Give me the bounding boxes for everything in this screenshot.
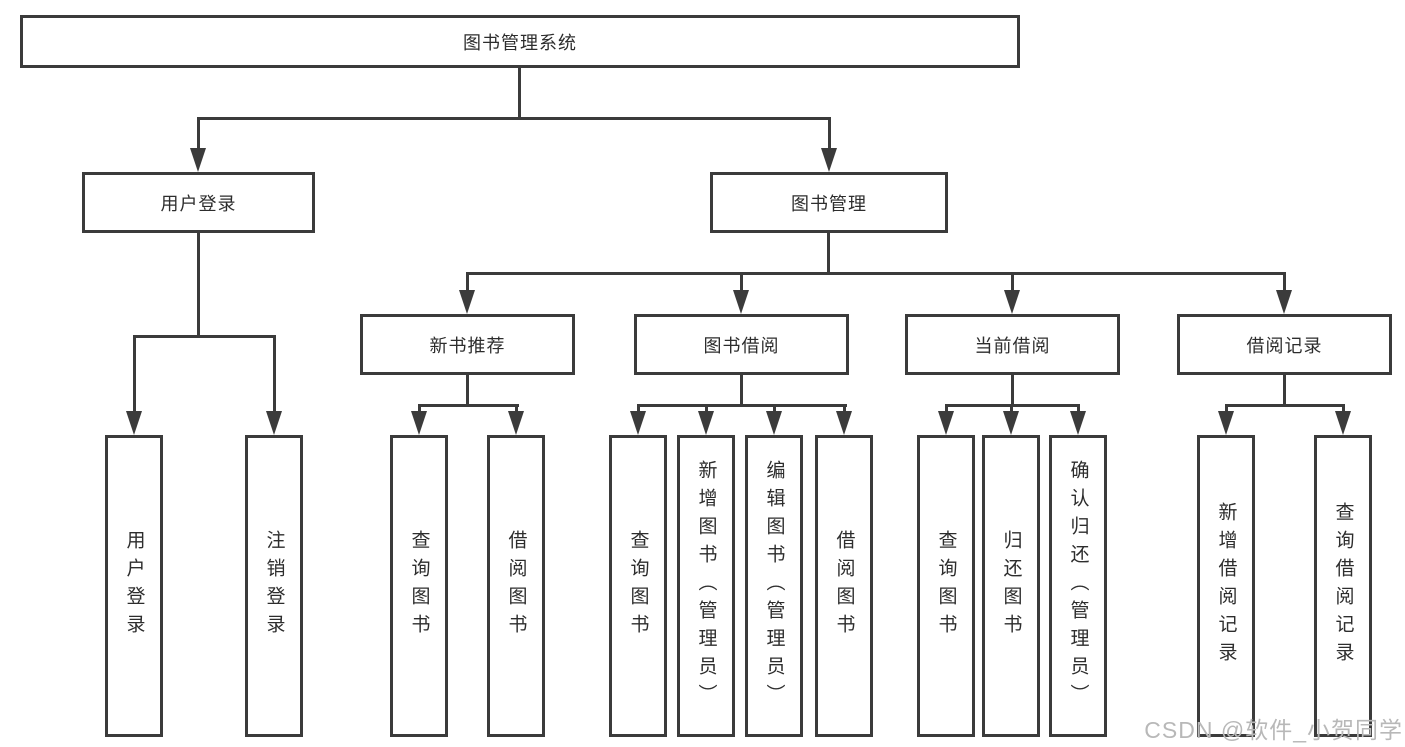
connector-arrow: [836, 406, 853, 435]
connector-arrow: [190, 118, 207, 172]
connector-arrow: [1003, 406, 1020, 435]
node-current-borrow: 当前借阅: [905, 314, 1120, 375]
leaf-user-login: 用户登录: [105, 435, 163, 737]
connector-arrow: [459, 273, 476, 314]
connector-arrow: [1218, 406, 1235, 435]
node-user-login: 用户登录: [82, 172, 315, 233]
connector-line: [466, 375, 469, 407]
leaf-cb-confirm-return-admin: 确认归还（管理员）: [1049, 435, 1107, 737]
connector-line: [197, 117, 831, 120]
node-book-borrow: 图书借阅: [634, 314, 849, 375]
leaf-bb-edit-books-admin: 编辑图书（管理员）: [745, 435, 803, 737]
connector-arrow: [733, 273, 750, 314]
csdn-watermark: CSDN @软件_小贺同学: [1144, 717, 1403, 743]
connector-line: [418, 404, 519, 407]
node-new-book-recommend: 新书推荐: [360, 314, 575, 375]
connector-arrow: [1004, 273, 1021, 314]
connector-line: [945, 404, 1080, 407]
connector-line: [740, 375, 743, 407]
connector-line: [197, 233, 200, 337]
connector-arrow: [126, 336, 143, 435]
connector-arrow: [821, 118, 838, 172]
leaf-cb-return-books: 归还图书: [982, 435, 1040, 737]
connector-arrow: [266, 336, 283, 435]
leaf-bb-add-books-admin: 新增图书（管理员）: [677, 435, 735, 737]
connector-arrow: [1276, 273, 1293, 314]
connector-line: [1283, 375, 1286, 407]
leaf-br-query-record: 查询借阅记录: [1314, 435, 1372, 737]
connector-arrow: [766, 406, 783, 435]
leaf-bb-borrow-books: 借阅图书: [815, 435, 873, 737]
connector-line: [466, 272, 1286, 275]
connector-arrow: [1070, 406, 1087, 435]
leaf-br-add-record: 新增借阅记录: [1197, 435, 1255, 737]
connector-arrow: [938, 406, 955, 435]
leaf-rec-borrow-books: 借阅图书: [487, 435, 545, 737]
leaf-bb-query-books: 查询图书: [609, 435, 667, 737]
connector-arrow: [411, 406, 428, 435]
connector-arrow: [698, 406, 715, 435]
connector-arrow: [1335, 406, 1352, 435]
connector-arrow: [508, 406, 525, 435]
leaf-rec-query-books: 查询图书: [390, 435, 448, 737]
connector-line: [637, 404, 847, 407]
connector-arrow: [630, 406, 647, 435]
node-root: 图书管理系统: [20, 15, 1020, 68]
node-book-management: 图书管理: [710, 172, 948, 233]
connector-line: [1225, 404, 1345, 407]
connector-line: [1011, 375, 1014, 407]
connector-line: [133, 335, 276, 338]
leaf-logout: 注销登录: [245, 435, 303, 737]
leaf-cb-query-books: 查询图书: [917, 435, 975, 737]
connector-line: [827, 233, 830, 274]
node-borrow-records: 借阅记录: [1177, 314, 1392, 375]
connector-line: [518, 68, 521, 120]
